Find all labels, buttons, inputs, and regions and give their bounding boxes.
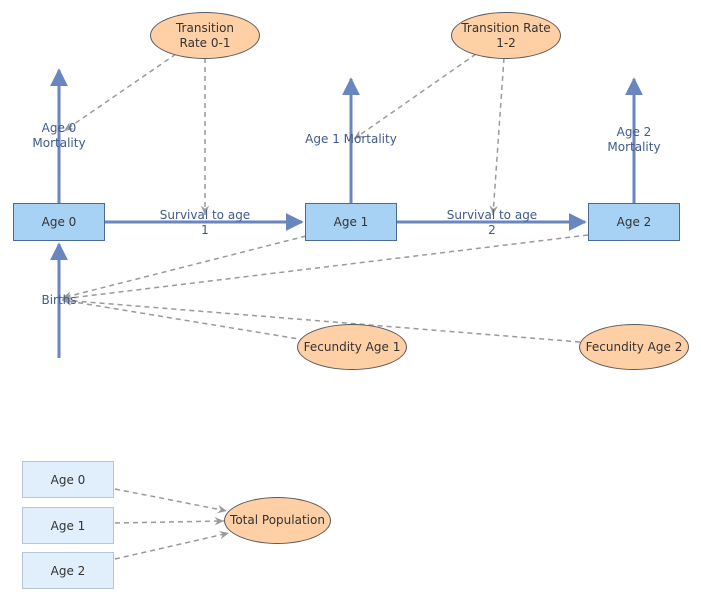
link-fecundity2-to-births[interactable] [61,296,581,343]
link-ghost-age0-to-total[interactable] [114,488,228,514]
link-ghost-age1-to-total[interactable] [114,516,225,526]
label-survival-0-1: Survival to age 1 [159,208,251,237]
link-fecundity1-to-births[interactable] [61,297,306,341]
stock-age0[interactable]: Age 0 [13,203,105,241]
ghost-age2[interactable]: Age 2 [22,552,114,589]
link-age1-to-births[interactable] [61,235,307,300]
link-rate12-to-survival12[interactable] [489,57,505,216]
variable-fecundity-age2[interactable]: Fecundity Age 2 [579,324,689,370]
label-age2-mortality: Age 2 Mortality [607,125,661,154]
link-rate12-to-mortality1[interactable] [353,53,477,140]
label-age1-mortality: Age 1 Mortality [305,132,397,146]
ghost-age1[interactable]: Age 1 [22,507,114,544]
label-age0-mortality: Age 0 Mortality [32,121,86,150]
variable-transition-rate-0-1[interactable]: Transition Rate 0-1 [150,12,260,59]
ghost-age0[interactable]: Age 0 [22,461,114,498]
stock-age2[interactable]: Age 2 [588,203,680,241]
link-ghost-age2-to-total[interactable] [114,531,230,560]
variable-transition-rate-1-2[interactable]: Transition Rate 1-2 [451,12,561,59]
label-survival-1-2: Survival to age 2 [446,208,538,237]
link-age2-to-births[interactable] [61,234,589,303]
label-births: Births [41,292,77,307]
variable-fecundity-age1[interactable]: Fecundity Age 1 [297,324,407,370]
stock-age1[interactable]: Age 1 [305,203,397,241]
link-rate01-to-mortality0[interactable] [63,53,177,132]
variable-total-population[interactable]: Total Population [224,497,331,544]
